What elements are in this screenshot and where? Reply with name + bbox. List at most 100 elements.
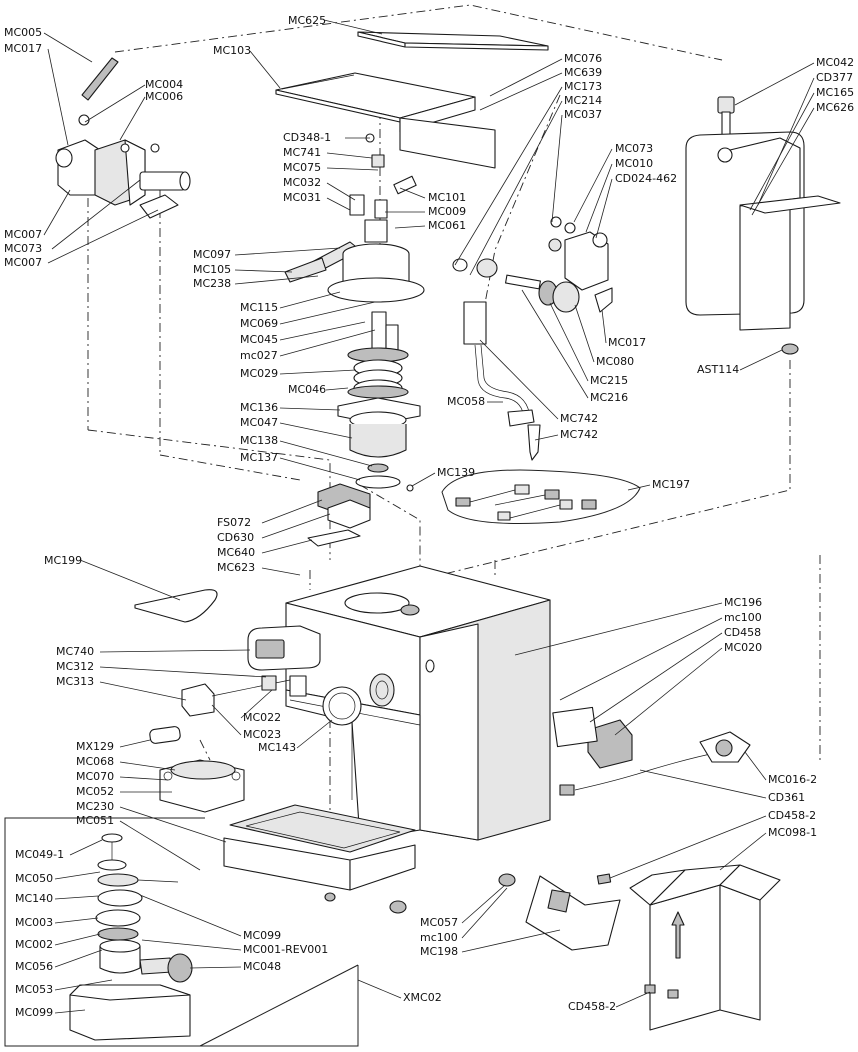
part-mc198-manual xyxy=(525,875,621,951)
leader-line xyxy=(325,387,349,391)
leader-line xyxy=(261,539,313,554)
part-callout-label: MC051 xyxy=(76,814,114,827)
part-callout-label: MC003 xyxy=(15,916,53,929)
part-callout-label: MC312 xyxy=(56,660,94,673)
leader-line xyxy=(615,991,651,1008)
part-callout-label: mc100 xyxy=(724,611,762,624)
leader-line xyxy=(189,966,242,969)
leader-line xyxy=(326,182,356,201)
leader-line xyxy=(139,894,242,937)
part-callout-label: CD348-1 xyxy=(283,131,331,144)
leader-line xyxy=(461,884,506,924)
part-callout-label: MC098-1 xyxy=(768,826,817,839)
part-fs072-controller xyxy=(307,483,371,547)
part-mc042-water-tank xyxy=(685,96,841,331)
part-callout-label: mc027 xyxy=(240,349,278,362)
part-callout-label: MC058 xyxy=(447,395,485,408)
part-callout-label: CD458-2 xyxy=(768,809,816,822)
leader-line xyxy=(326,167,379,171)
part-mc057-feet xyxy=(324,873,516,914)
part-callout-label: CD630 xyxy=(217,531,254,544)
part-callout-label: MC046 xyxy=(288,383,326,396)
part-callout-label: MC053 xyxy=(15,983,53,996)
leader-line xyxy=(744,751,767,781)
part-callout-label: MC037 xyxy=(564,108,602,121)
leader-line xyxy=(595,178,613,239)
leader-line xyxy=(261,567,301,576)
part-callout-label: MC045 xyxy=(240,333,278,346)
part-callout-label: MC032 xyxy=(283,176,321,189)
leader-line xyxy=(534,434,559,441)
part-callout-label: MC004 xyxy=(145,78,183,91)
leader-line xyxy=(719,832,767,871)
leader-line xyxy=(411,472,436,487)
leader-line xyxy=(84,84,146,123)
part-callout-label: MC006 xyxy=(145,90,183,103)
part-callout-label: MC017 xyxy=(4,42,42,55)
part-callout-label: MC137 xyxy=(240,451,278,464)
leader-line xyxy=(639,769,767,799)
leader-line xyxy=(119,806,227,843)
leader-line xyxy=(551,114,563,223)
leader-line xyxy=(469,100,563,276)
part-callout-label: MC009 xyxy=(428,205,466,218)
leader-line xyxy=(119,739,151,748)
part-callout-label: MC029 xyxy=(240,367,278,380)
leader-line xyxy=(47,48,69,146)
part-callout-label: MC198 xyxy=(420,945,458,958)
part-callout-label: MC016-2 xyxy=(768,773,817,786)
part-callout-label: FS072 xyxy=(217,516,251,529)
leader-line xyxy=(614,647,723,736)
part-callout-label: MC173 xyxy=(564,80,602,93)
leader-line xyxy=(489,58,563,97)
leader-line xyxy=(43,32,93,63)
part-callout-label: MC076 xyxy=(564,52,602,65)
callout-labels: MC005MC017MC004MC006MC007MC073MC007MC625… xyxy=(4,14,854,1019)
part-mc742-steam-wand xyxy=(463,301,541,461)
leader-line xyxy=(279,369,357,375)
leader-line xyxy=(479,339,559,420)
leader-line xyxy=(54,949,103,968)
part-callout-label: MC002 xyxy=(15,938,53,951)
leader-line xyxy=(549,302,589,382)
leader-line xyxy=(479,72,563,111)
leader-line xyxy=(234,247,341,256)
leader-line xyxy=(739,349,783,371)
leader-line xyxy=(454,86,563,266)
part-callout-label: MC031 xyxy=(283,191,321,204)
leader-line xyxy=(54,895,99,900)
part-mc143-pressure-gauge xyxy=(322,673,395,726)
leader-line xyxy=(279,301,376,325)
leader-line xyxy=(279,422,353,439)
leader-line xyxy=(357,979,402,999)
leader-line xyxy=(399,187,426,199)
leader-line xyxy=(627,484,651,491)
part-callout-label: MC056 xyxy=(15,960,53,973)
part-callout-label: MC080 xyxy=(596,355,634,368)
leader-line xyxy=(296,719,333,749)
leader-line xyxy=(99,666,267,678)
leader-line xyxy=(119,96,146,141)
leader-line xyxy=(279,321,366,341)
leader-line xyxy=(79,559,181,601)
part-callout-label: MC640 xyxy=(217,546,255,559)
part-callout-label: CD458 xyxy=(724,626,761,639)
part-mc004-solenoid-valve xyxy=(55,57,191,219)
part-callout-label: MC049-1 xyxy=(15,848,64,861)
part-callout-label: MC023 xyxy=(243,728,281,741)
leader-line xyxy=(394,225,426,229)
leader-line xyxy=(559,617,723,701)
part-callout-label: MC215 xyxy=(590,374,628,387)
leader-line xyxy=(461,887,508,939)
part-callout-label: MC022 xyxy=(243,711,281,724)
part-mc073-steam-valve xyxy=(548,216,613,313)
leader-line xyxy=(279,440,373,467)
leader-line xyxy=(54,979,113,991)
part-callout-label: MC048 xyxy=(243,960,281,973)
leader-line xyxy=(601,309,607,344)
part-mc197-wiring-harness xyxy=(441,469,641,524)
part-callout-label: MC639 xyxy=(564,66,602,79)
part-callout-label: MC105 xyxy=(193,263,231,276)
leader-line xyxy=(585,163,613,233)
